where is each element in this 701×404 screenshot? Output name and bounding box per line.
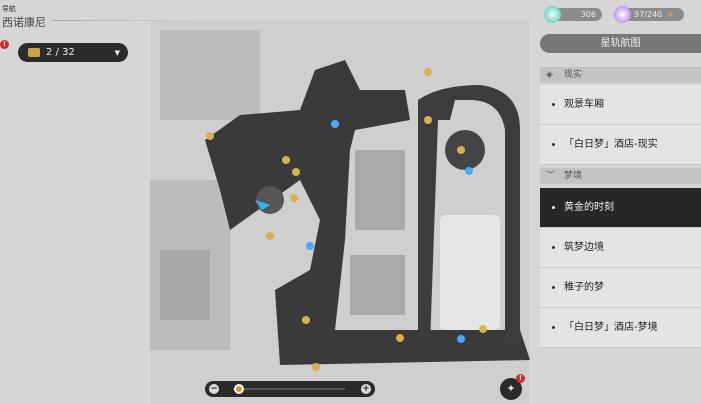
nav-label: 导航 xyxy=(2,5,16,13)
bullet-icon xyxy=(552,143,555,146)
bullet-icon xyxy=(552,103,555,106)
star-rail-map-panel: 星轨航图 ◈现实 观景车厢 「白日梦」酒店-现实 ﹀梦境 黄金的时刻 筑梦边境 … xyxy=(540,0,701,404)
item-label: 筑梦边境 xyxy=(564,242,604,253)
list-item[interactable]: 「白日梦」酒店-梦境 xyxy=(540,308,701,348)
list-item[interactable]: 「白日梦」酒店-现实 xyxy=(540,125,701,165)
add-power-icon[interactable]: + xyxy=(667,10,674,19)
list-item[interactable]: 筑梦边境 xyxy=(540,228,701,268)
list-item-selected[interactable]: 黄金的时刻 xyxy=(540,188,701,228)
mission-icon: ✦ xyxy=(506,382,516,395)
bullet-icon xyxy=(552,326,555,329)
eye-icon: ◈ xyxy=(546,70,553,80)
section-label: 梦境 xyxy=(564,171,583,181)
item-label: 「白日梦」酒店-梦境 xyxy=(564,322,658,333)
star-rail-map-button[interactable]: 星轨航图 xyxy=(540,34,701,53)
alert-badge: ! xyxy=(516,374,525,383)
stellar-jade-icon xyxy=(544,6,561,23)
trailblaze-power-counter[interactable]: 97/240 + xyxy=(614,6,684,23)
trailblaze-power-icon xyxy=(614,6,631,23)
item-label: 稚子的梦 xyxy=(564,282,604,293)
chevron-down-icon: ﹀ xyxy=(546,171,556,181)
zoom-track[interactable] xyxy=(233,388,345,390)
treasure-chest-counter[interactable]: 2 / 32 ▼ xyxy=(18,43,128,62)
stellar-jade-counter[interactable]: 306 xyxy=(544,6,602,23)
mission-button[interactable]: ✦ xyxy=(500,378,522,400)
stellar-jade-value: 306 xyxy=(580,10,596,19)
trailblaze-power-value: 97/240 xyxy=(634,10,663,19)
list-item[interactable]: 稚子的梦 xyxy=(540,268,701,308)
zoom-slider[interactable]: − + xyxy=(205,381,375,397)
item-label: 「白日梦」酒店-现实 xyxy=(564,139,658,150)
item-label: 黄金的时刻 xyxy=(564,202,614,213)
zoom-handle[interactable] xyxy=(233,384,244,394)
section-dreamscape[interactable]: ﹀ 梦境 xyxy=(540,168,701,184)
section-label: 现实 xyxy=(564,70,583,80)
chest-count: 2 / 32 xyxy=(46,47,75,58)
bullet-icon xyxy=(552,206,555,209)
zoom-in-button[interactable]: + xyxy=(361,384,371,394)
item-label: 观景车厢 xyxy=(564,99,604,110)
alert-badge: ! xyxy=(0,40,9,49)
list-item[interactable]: 观景车厢 xyxy=(540,85,701,125)
chest-icon xyxy=(28,48,40,57)
divider xyxy=(52,20,202,21)
zoom-out-button[interactable]: − xyxy=(209,384,219,394)
current-region: 西诺康尼 xyxy=(2,16,46,29)
bullet-icon xyxy=(552,286,555,289)
chevron-down-icon: ▼ xyxy=(114,48,120,57)
section-reality[interactable]: ◈ 现实 xyxy=(540,67,701,83)
bullet-icon xyxy=(552,246,555,249)
